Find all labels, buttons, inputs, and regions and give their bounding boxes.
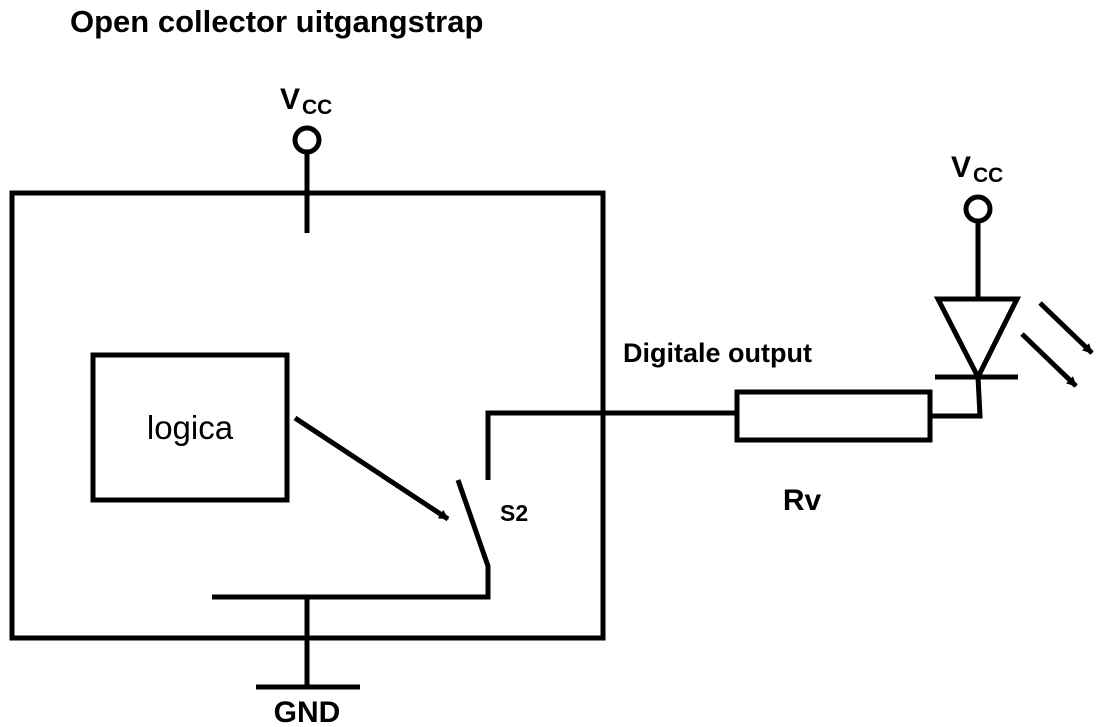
vcc-main-node <box>292 125 322 155</box>
vcc-main-subscript: CC <box>302 96 332 119</box>
vcc-led-label: V <box>951 151 971 184</box>
switch-blade-and-ground-wire <box>212 479 491 600</box>
logic-box <box>90 352 290 503</box>
led-emission-arrow-lower <box>1020 332 1078 388</box>
vcc-main-label: V <box>280 83 300 116</box>
resistor-body <box>734 389 933 443</box>
switch-s2: S2 <box>212 410 737 600</box>
diagram-title: Open collector uitgangstrap <box>70 4 483 39</box>
switch-label: S2 <box>500 500 528 526</box>
ground-label: GND <box>274 696 341 727</box>
output-label: Digitale output <box>623 338 812 368</box>
resistor-led-wire <box>930 376 983 419</box>
vcc-terminal-main: V CC <box>280 83 332 233</box>
resistor-rv: Rv <box>734 389 933 517</box>
logic-block: logica <box>90 352 290 503</box>
vcc-led-node <box>963 194 993 224</box>
switch-output-wire <box>485 410 737 480</box>
led-emission-arrow-upper <box>1038 301 1094 355</box>
ground-symbol: GND <box>256 597 360 727</box>
control-arrow <box>293 415 450 522</box>
led-triangle <box>933 296 1022 383</box>
vcc-terminal-led: V CC <box>951 151 1003 299</box>
resistor-label: Rv <box>783 484 822 517</box>
vcc-led-subscript: CC <box>973 164 1003 187</box>
logic-label: logica <box>147 409 234 446</box>
led <box>933 296 1094 388</box>
